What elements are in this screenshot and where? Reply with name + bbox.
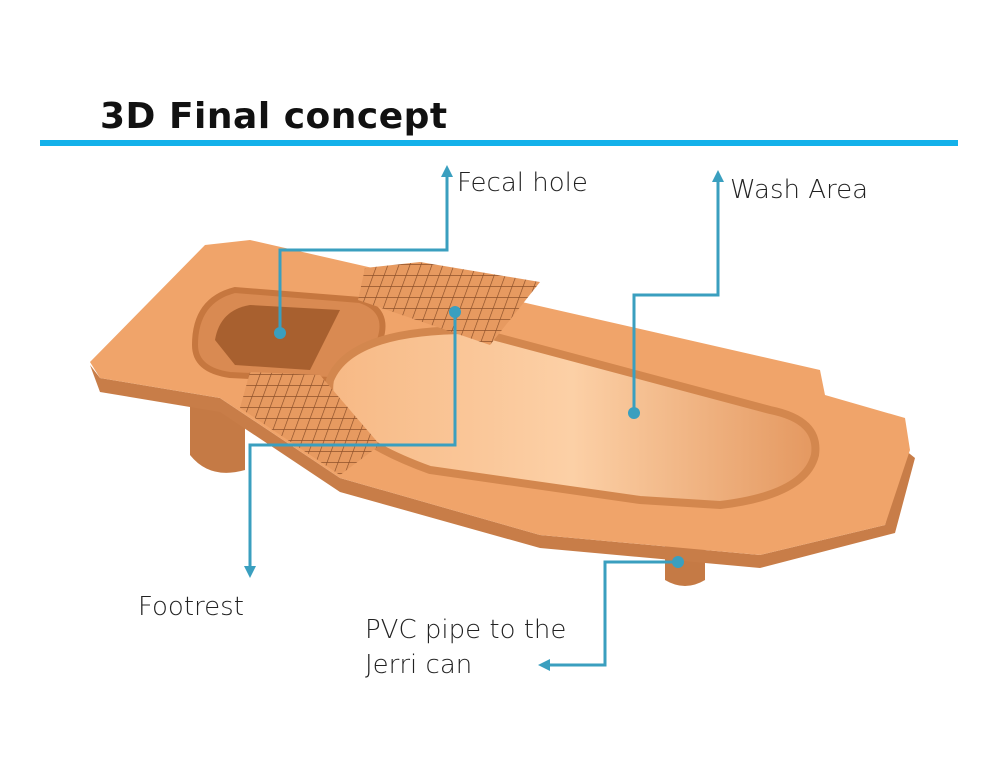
label-wash-area: Wash Area <box>730 175 869 205</box>
label-pvc-line2: Jerri can <box>365 650 473 680</box>
slide-title: 3D Final concept <box>100 96 448 137</box>
arrow-up-icon <box>441 165 453 177</box>
arrow-left-icon <box>538 659 550 671</box>
callout-lines <box>248 175 720 667</box>
footrest-top <box>358 262 540 345</box>
arrow-down-icon <box>244 566 256 578</box>
fecal-hole-marker <box>274 327 286 339</box>
wash-area-marker <box>628 407 640 419</box>
label-footrest: Footrest <box>138 592 244 622</box>
label-fecal-hole: Fecal hole <box>457 168 588 198</box>
pvc-marker <box>672 556 684 568</box>
footrest-marker <box>449 306 461 318</box>
label-pvc-line1: PVC pipe to the <box>365 615 567 645</box>
arrow-up-icon <box>712 170 724 182</box>
title-underline <box>40 140 958 146</box>
footrest-bottom <box>240 372 380 475</box>
